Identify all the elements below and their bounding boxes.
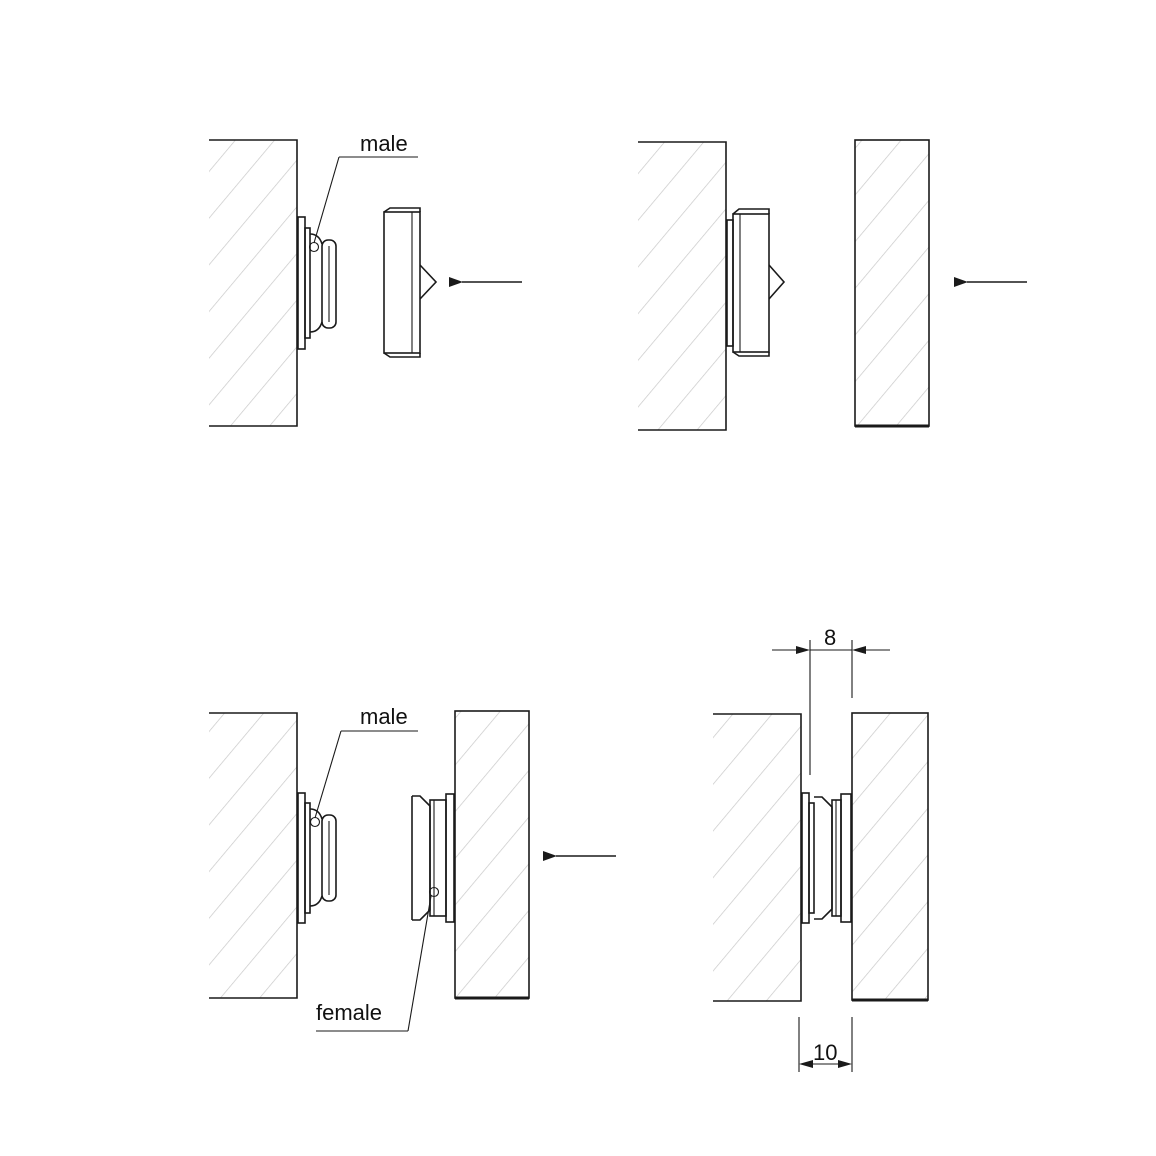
wall-right-2 [854, 139, 930, 428]
panel-step-1: male [209, 131, 522, 427]
female-connector-2 [726, 208, 786, 357]
wall-left-4 [713, 713, 802, 1002]
female-connector-1 [383, 207, 438, 358]
pin-icon [309, 816, 321, 828]
assembled-connector-4 [801, 792, 852, 924]
wall-left-1 [209, 139, 298, 427]
female-connector-3 [411, 793, 455, 923]
dimension-gap-top: 8 [772, 625, 890, 775]
female-label-text: female [316, 1000, 382, 1025]
panel-step-3: male female [209, 704, 616, 1032]
wall-left-3 [209, 712, 298, 999]
pin-icon [428, 886, 440, 898]
panel-step-2 [638, 139, 1027, 431]
male-connector-1 [297, 216, 337, 350]
panel-step-4: 8 10 [713, 625, 929, 1072]
dimension-value: 10 [813, 1040, 837, 1065]
male-label-text: male [360, 131, 408, 156]
label-female: female [316, 895, 432, 1032]
label-male-bottom: male [314, 704, 418, 819]
label-male-top: male [313, 131, 418, 244]
dimension-value: 8 [824, 625, 836, 650]
wall-right-4 [851, 712, 929, 1002]
wall-right-3 [454, 710, 530, 1000]
dimension-gap-bottom: 10 [798, 1017, 853, 1072]
male-label-text: male [360, 704, 408, 729]
wall-left-2 [638, 141, 727, 431]
pin-icon [308, 241, 320, 253]
